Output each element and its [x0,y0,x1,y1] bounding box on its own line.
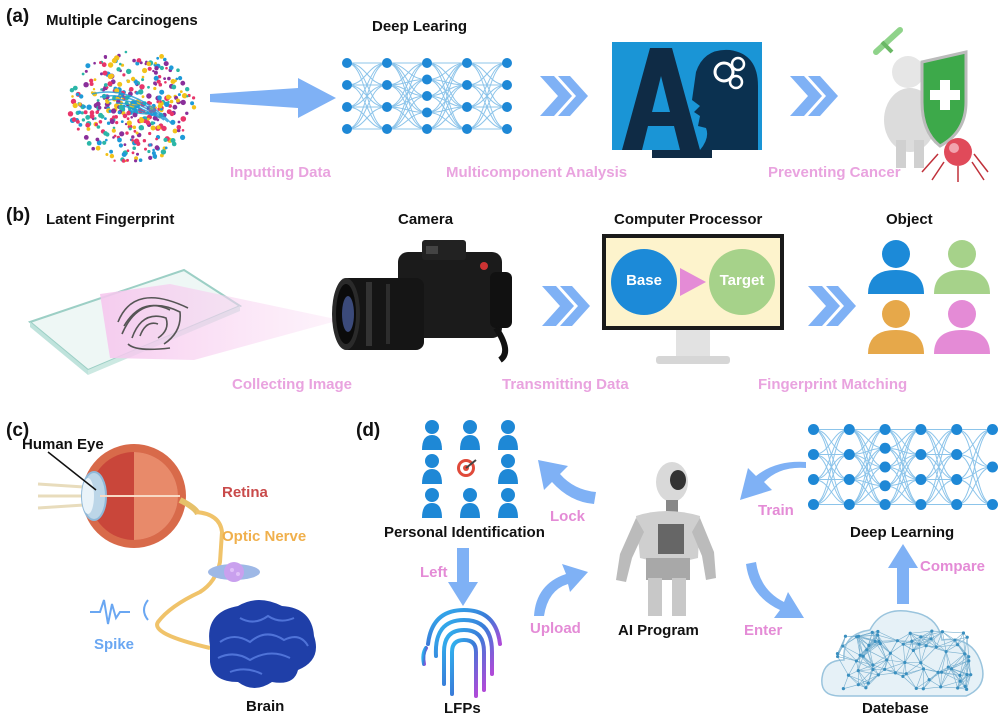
deep-learning-network-icon [808,424,998,510]
curved-arrow-upload-icon [534,564,588,616]
panel-b-label: (b) [6,205,31,226]
compare-label: Compare [920,558,986,575]
neural-network-icon [342,58,512,134]
target-circle-label: Target [719,272,765,289]
brain-label: Brain [246,698,285,715]
enter-label: Enter [744,622,783,639]
shield-warrior-icon [873,27,989,182]
deep-learning-label: Deep Learning [850,524,955,541]
personal-identification-label: Personal Identification [384,524,545,541]
human-eye-label: Human Eye [22,436,104,453]
chevron-double-icon [808,286,856,326]
panel-c-label: (c) [6,420,30,441]
database-cloud-icon [821,610,984,697]
panel-d-label: (d) [356,420,381,441]
big-arrow-icon [210,78,336,118]
chevron-double-icon [540,76,588,116]
robot-image [616,462,716,616]
curved-arrow-enter-icon [746,562,804,618]
computer-monitor-icon [602,234,784,364]
object-title: Object [886,211,933,228]
preventing-cancer-label: Preventing Cancer [768,164,901,181]
transmitting-data-label: Transmitting Data [502,376,629,393]
left-label: Left [420,564,448,581]
upload-label: Upload [530,620,581,637]
person-grid-icon [422,420,518,518]
retina-label: Retina [222,484,268,501]
camera-image [332,240,512,363]
optic-nerve-label: Optic Nerve [222,528,307,545]
person-object-icons [868,240,990,354]
down-arrow-icon [448,548,478,606]
target-icon [454,456,480,480]
glass-slide-fingerprint-image [27,268,340,375]
fingerprint-matching-label: Fingerprint Matching [758,376,908,393]
up-arrow-icon [888,544,918,604]
multiple-carcinogens-title: Multiple Carcinogens [46,12,198,29]
base-circle-label: Base [626,272,662,289]
database-label: Datebase [862,700,929,717]
eye-to-brain-diagram [37,444,316,688]
panel-a-label: (a) [6,6,30,27]
ai-head-logo-icon [612,42,762,158]
computer-processor-title: Computer Processor [614,211,763,228]
train-label: Train [758,502,794,519]
curved-arrow-train-icon [740,461,806,500]
carcinogen-scatter-image [67,50,197,163]
latent-fingerprint-title: Latent Fingerprint [46,211,175,228]
ai-program-label: AI Program [618,622,699,639]
curved-arrow-lock-icon [538,460,596,504]
fingerprint-icon [421,607,502,700]
deep-learing-title: Deep Learing [372,18,468,35]
chevron-double-icon [790,76,838,116]
spike-label: Spike [94,636,135,653]
inputting-data-label: Inputting Data [230,164,331,181]
chevron-double-icon [542,286,590,326]
multicomponent-analysis-label: Multicomponent Analysis [446,164,628,181]
collecting-image-label: Collecting Image [232,376,353,393]
lock-label: Lock [550,508,586,525]
lfps-label: LFPs [444,700,481,717]
camera-title: Camera [398,211,454,228]
